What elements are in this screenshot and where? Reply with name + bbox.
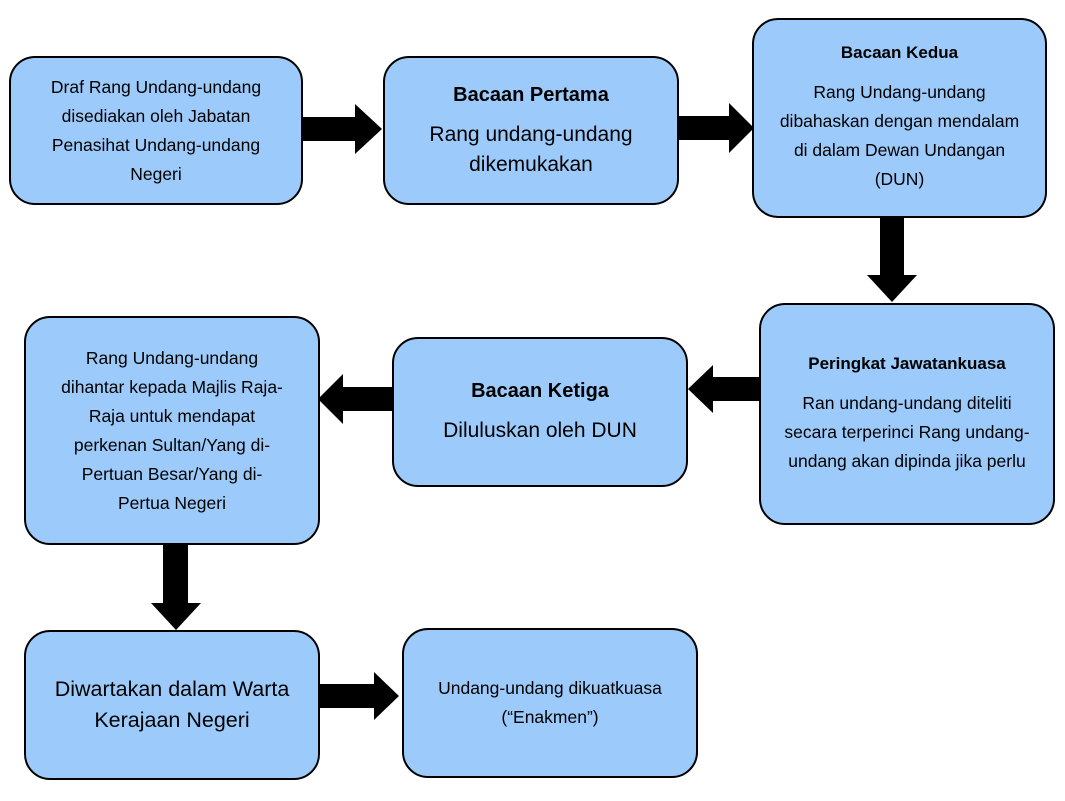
arrow-right-2 <box>677 103 754 153</box>
step-royal-assent-box: Rang Undang-undang dihantar kepada Majli… <box>24 316 320 545</box>
step-enforced-box: Undang-undang dikuatkuasa (“Enakmen”) <box>402 628 698 778</box>
step-committee-stage-text: Ran undang-undang diteliti secara terper… <box>784 392 1030 471</box>
arrow-right-3 <box>318 672 399 720</box>
step-third-reading-text: Diluluskan oleh DUN <box>443 419 637 442</box>
arrow-right-1 <box>301 104 382 154</box>
step-royal-assent-text: Rang Undang-undang dihantar kepada Majli… <box>61 347 283 513</box>
step-second-reading-box: Bacaan Kedua Rang Undang-undang dibahask… <box>752 18 1047 218</box>
arrow-down-1 <box>867 216 917 302</box>
step-enforced-text: Undang-undang dikuatkuasa (“Enakmen”) <box>438 678 662 727</box>
arrow-left-1 <box>688 365 761 413</box>
arrow-left-2 <box>318 374 392 424</box>
step-draft-box: Draf Rang Undang-undang disediakan oleh … <box>9 56 303 205</box>
step-third-reading-title: Bacaan Ketiga <box>471 380 609 402</box>
step-committee-stage-box: Peringkat Jawatankuasa Ran undang-undang… <box>759 303 1055 525</box>
step-committee-stage-title: Peringkat Jawatankuasa <box>808 353 1006 373</box>
arrow-down-2 <box>151 543 201 630</box>
step-draft-text: Draf Rang Undang-undang disediakan oleh … <box>50 76 262 184</box>
step-gazette-box: Diwartakan dalam Warta Kerajaan Negeri <box>24 630 320 780</box>
step-first-reading-box: Bacaan Pertama Rang undang-undang dikemu… <box>383 56 679 205</box>
step-gazette-text: Diwartakan dalam Warta Kerajaan Negeri <box>54 677 290 732</box>
step-first-reading-text: Rang undang-undang dikemukakan <box>429 122 633 176</box>
step-third-reading-box: Bacaan Ketiga Diluluskan oleh DUN <box>392 337 688 487</box>
step-first-reading-title: Bacaan Pertama <box>453 83 609 106</box>
step-second-reading-text: Rang Undang-undang dibahaskan dengan men… <box>779 82 1020 189</box>
step-second-reading-title: Bacaan Kedua <box>840 43 959 62</box>
